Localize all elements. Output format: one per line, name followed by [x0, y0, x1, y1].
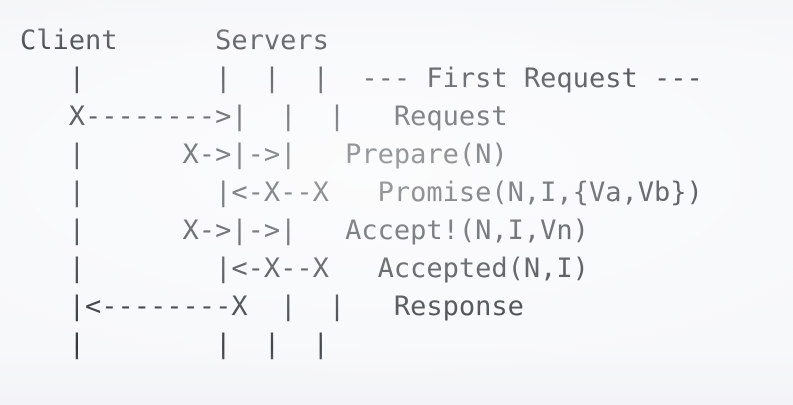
diagram-row-accept: | X->|->| Accept!(N,I,Vn) — [20, 215, 589, 246]
diagram-row-lifelines-top: | | | | --- First Request --- — [20, 63, 703, 94]
diagram-row-request: X-------->| | | Request — [20, 101, 508, 132]
diagram-row-promise: | |<-X--X Promise(N,I,{Va,Vb}) — [20, 177, 703, 208]
diagram-row-prepare: | X->|->| Prepare(N) — [20, 139, 508, 170]
diagram-header-row: Client Servers — [20, 25, 329, 56]
diagram-row-lifelines-bottom: | | | | — [20, 329, 329, 360]
ascii-sequence-diagram: Client Servers | | | | --- First Request… — [20, 22, 703, 364]
diagram-row-response: |<--------X | | Response — [20, 291, 524, 322]
diagram-row-accepted: | |<-X--X Accepted(N,I) — [20, 253, 589, 284]
